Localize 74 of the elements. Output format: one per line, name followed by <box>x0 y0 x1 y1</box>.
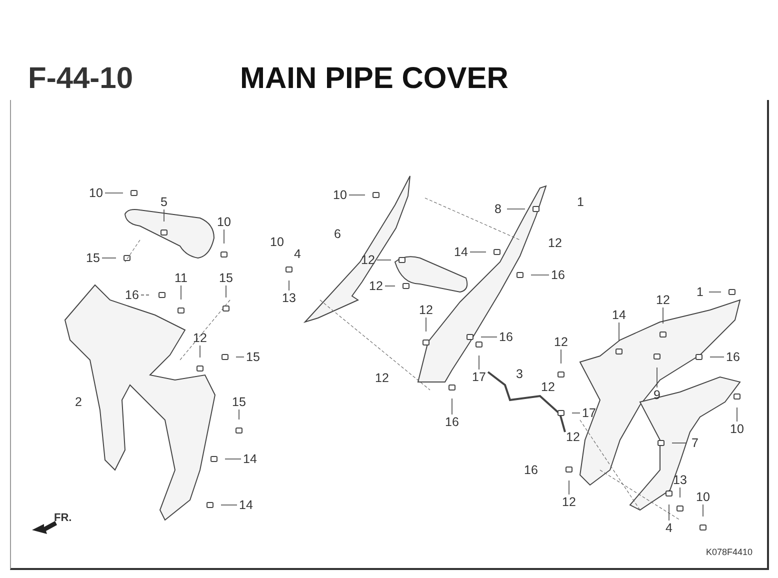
leader-line <box>672 442 686 444</box>
callout-number: 12 <box>541 380 555 394</box>
callout-number: 16 <box>549 268 567 282</box>
callout-number: 16 <box>443 414 461 430</box>
leader-line <box>348 194 366 196</box>
callout-number: 11 <box>172 270 190 286</box>
leader-line <box>530 274 550 276</box>
callout-number: 12 <box>654 292 672 308</box>
callout-number: 10 <box>87 186 105 200</box>
callout-number: 17 <box>580 406 598 420</box>
leader-line <box>104 192 124 194</box>
callout-number: 8 <box>489 202 507 216</box>
leader-line <box>662 307 664 324</box>
callout-number: 15 <box>244 350 262 364</box>
callout-number: 12 <box>566 430 580 444</box>
leader-line <box>736 407 738 422</box>
callout-number: 17 <box>470 370 488 384</box>
callout-number: 12 <box>417 302 435 318</box>
callout-number: 15 <box>84 250 102 266</box>
callout-number: 16 <box>497 330 515 344</box>
callout-number: 1 <box>691 284 709 300</box>
callout-number: 10 <box>728 422 746 436</box>
callout-number: 5 <box>155 194 173 210</box>
leader-line <box>710 356 724 358</box>
leader-line <box>480 336 498 338</box>
callout-number: 12 <box>367 278 385 294</box>
callout-number: 15 <box>217 270 235 286</box>
callout-number: 10 <box>331 188 349 202</box>
leader-line <box>238 409 240 420</box>
callout-number: 16 <box>724 350 742 364</box>
callout-number: 4 <box>660 520 678 536</box>
callout-number: 12 <box>560 494 578 510</box>
callout-number: 12 <box>375 371 389 385</box>
callout-number: 14 <box>610 308 628 322</box>
callout-number: 1 <box>577 195 584 209</box>
callout-number: 4 <box>294 247 301 261</box>
callout-number: 16 <box>123 288 141 302</box>
leader-line <box>506 208 526 210</box>
leader-line <box>618 322 620 341</box>
leader-line <box>572 412 580 414</box>
leader-line <box>656 367 658 388</box>
callout-number: 3 <box>516 367 523 381</box>
callout-number: 10 <box>694 490 712 504</box>
leader-line <box>478 355 480 370</box>
leader-line <box>568 480 570 495</box>
callout-number: 10 <box>270 235 284 249</box>
leader-line <box>180 285 182 300</box>
callout-number: 16 <box>524 463 538 477</box>
callout-number: 10 <box>215 214 233 230</box>
leader-line <box>668 504 670 521</box>
leader-line <box>702 504 704 517</box>
callout-number: 13 <box>671 472 689 488</box>
callout-number: 12 <box>548 236 562 250</box>
callout-number: 12 <box>552 334 570 350</box>
drawing-code: K078F4410 <box>706 547 753 557</box>
front-direction-label: FR. <box>54 512 72 524</box>
diagram-title: MAIN PIPE COVER <box>240 62 508 96</box>
figure-number: F-44-10 <box>28 62 134 96</box>
leader-line <box>224 458 242 460</box>
callout-number: 6 <box>334 227 341 241</box>
callout-number: 14 <box>237 498 255 512</box>
leader-line <box>288 280 290 291</box>
leader-line <box>220 504 238 506</box>
leader-line <box>560 349 562 364</box>
callout-number: 14 <box>241 452 259 466</box>
callout-number: 12 <box>191 330 209 346</box>
callout-number: 7 <box>686 436 704 450</box>
callout-number: 2 <box>75 395 82 409</box>
callout-number: 13 <box>280 290 298 306</box>
callout-number: 15 <box>230 394 248 410</box>
callout-number: 12 <box>359 252 377 268</box>
leader-line <box>236 356 244 358</box>
leader-line <box>140 294 152 296</box>
callout-number: 14 <box>452 244 470 260</box>
